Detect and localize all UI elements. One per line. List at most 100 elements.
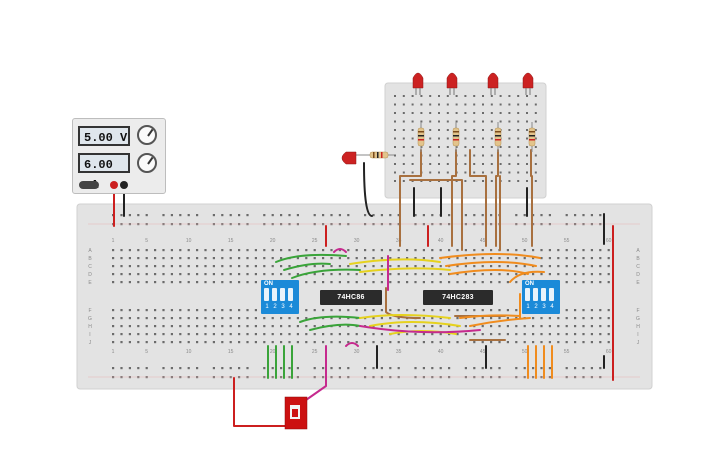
terminal-hole bbox=[347, 333, 350, 336]
terminal-hole bbox=[380, 333, 383, 336]
column-number: 40 bbox=[438, 349, 444, 355]
terminal-hole bbox=[599, 273, 602, 276]
current-knob-icon[interactable] bbox=[137, 153, 157, 173]
terminal-hole bbox=[120, 309, 123, 312]
rail-hole bbox=[162, 367, 165, 370]
rail-hole bbox=[196, 214, 199, 217]
rail-hole bbox=[271, 214, 274, 217]
terminal-hole bbox=[599, 265, 602, 268]
terminal-hole bbox=[263, 257, 266, 260]
terminal-hole bbox=[397, 281, 400, 284]
rail-hole bbox=[238, 367, 241, 370]
terminal-hole bbox=[498, 273, 501, 276]
terminal-hole bbox=[464, 265, 467, 268]
wire-input-a bbox=[275, 253, 347, 263]
small-board-hole bbox=[499, 112, 502, 114]
small-board-hole bbox=[482, 112, 484, 114]
dip-toggle-4[interactable] bbox=[288, 288, 293, 301]
terminal-hole bbox=[481, 341, 484, 344]
dip-switch-left[interactable]: ON 1 2 3 4 bbox=[261, 280, 299, 314]
terminal-hole bbox=[221, 249, 224, 252]
small-board-hole bbox=[464, 112, 467, 114]
terminal-hole bbox=[330, 249, 333, 252]
terminal-hole bbox=[254, 325, 257, 328]
rail-hole bbox=[448, 367, 451, 370]
terminal-hole bbox=[288, 317, 291, 320]
terminal-hole bbox=[380, 281, 383, 284]
dip-toggle-1[interactable] bbox=[264, 288, 269, 301]
small-board-hole bbox=[490, 112, 493, 114]
dip-toggle-1[interactable] bbox=[525, 288, 530, 301]
terminal-hole bbox=[464, 333, 467, 336]
terminal-hole bbox=[128, 317, 131, 320]
small-board-hole bbox=[490, 95, 493, 97]
rail-hole bbox=[431, 214, 434, 217]
chip-74hc86[interactable]: 74HC86 bbox=[320, 290, 382, 305]
terminal-hole bbox=[296, 317, 299, 320]
terminal-hole bbox=[162, 309, 165, 312]
power-supply[interactable]: 5.00 V 6.00 mA bbox=[72, 118, 166, 194]
terminal-hole bbox=[254, 317, 257, 320]
terminal-hole bbox=[532, 333, 535, 336]
small-board-hole bbox=[482, 103, 484, 106]
terminal-hole bbox=[557, 273, 560, 276]
row-letter: E bbox=[88, 280, 92, 286]
dip-toggle-2[interactable] bbox=[533, 288, 538, 301]
dip-toggle-4[interactable] bbox=[549, 288, 554, 301]
positive-terminal[interactable] bbox=[110, 181, 118, 189]
row-letter: H bbox=[636, 324, 640, 330]
rail-hole bbox=[582, 367, 585, 370]
dip-toggle-3[interactable] bbox=[541, 288, 546, 301]
terminal-hole bbox=[137, 249, 140, 252]
voltage-knob-icon[interactable] bbox=[137, 125, 157, 145]
terminal-hole bbox=[565, 249, 568, 252]
column-number: 50 bbox=[522, 238, 528, 244]
terminal-hole bbox=[532, 249, 535, 252]
small-board-hole bbox=[508, 95, 511, 97]
dip-toggle-2[interactable] bbox=[272, 288, 277, 301]
small-board-hole bbox=[473, 146, 476, 148]
small-board-hole bbox=[534, 112, 537, 114]
terminal-hole bbox=[263, 317, 266, 320]
terminal-hole bbox=[590, 317, 593, 320]
terminal-hole bbox=[422, 325, 425, 328]
terminal-hole bbox=[204, 273, 207, 276]
terminal-hole bbox=[288, 341, 291, 344]
terminal-hole bbox=[196, 249, 199, 252]
terminal-hole bbox=[263, 341, 266, 344]
terminal-hole bbox=[162, 273, 165, 276]
small-board-hole bbox=[526, 103, 528, 106]
terminal-hole bbox=[473, 309, 476, 312]
terminal-hole bbox=[414, 281, 417, 284]
terminal-hole bbox=[431, 257, 434, 260]
dip-switch-right[interactable]: ON 1 2 3 4 bbox=[522, 280, 560, 314]
rail-hole bbox=[187, 214, 190, 217]
terminal-hole bbox=[607, 309, 610, 312]
terminal-hole bbox=[296, 249, 299, 252]
terminal-hole bbox=[574, 249, 577, 252]
terminal-hole bbox=[397, 265, 400, 268]
terminal-hole bbox=[120, 249, 123, 252]
terminal-hole bbox=[397, 341, 400, 344]
terminal-hole bbox=[204, 317, 207, 320]
small-board-hole bbox=[473, 154, 476, 157]
terminal-hole bbox=[221, 333, 224, 336]
chip-74hc283[interactable]: 74HC283 bbox=[423, 290, 493, 305]
terminal-hole bbox=[456, 333, 459, 336]
terminal-hole bbox=[473, 341, 476, 344]
small-board-hole bbox=[438, 137, 440, 140]
rail-hole bbox=[246, 214, 249, 217]
terminal-hole bbox=[330, 265, 333, 268]
small-board-hole bbox=[394, 103, 396, 106]
terminal-hole bbox=[590, 257, 593, 260]
negative-terminal[interactable] bbox=[120, 181, 128, 189]
terminal-hole bbox=[238, 265, 241, 268]
terminal-hole bbox=[204, 309, 207, 312]
terminal-hole bbox=[338, 249, 341, 252]
dip-toggle-3[interactable] bbox=[280, 288, 285, 301]
terminal-hole bbox=[322, 309, 325, 312]
resistor-band bbox=[373, 152, 375, 158]
power-switch-icon[interactable] bbox=[79, 181, 99, 189]
rail-hole bbox=[422, 367, 425, 370]
